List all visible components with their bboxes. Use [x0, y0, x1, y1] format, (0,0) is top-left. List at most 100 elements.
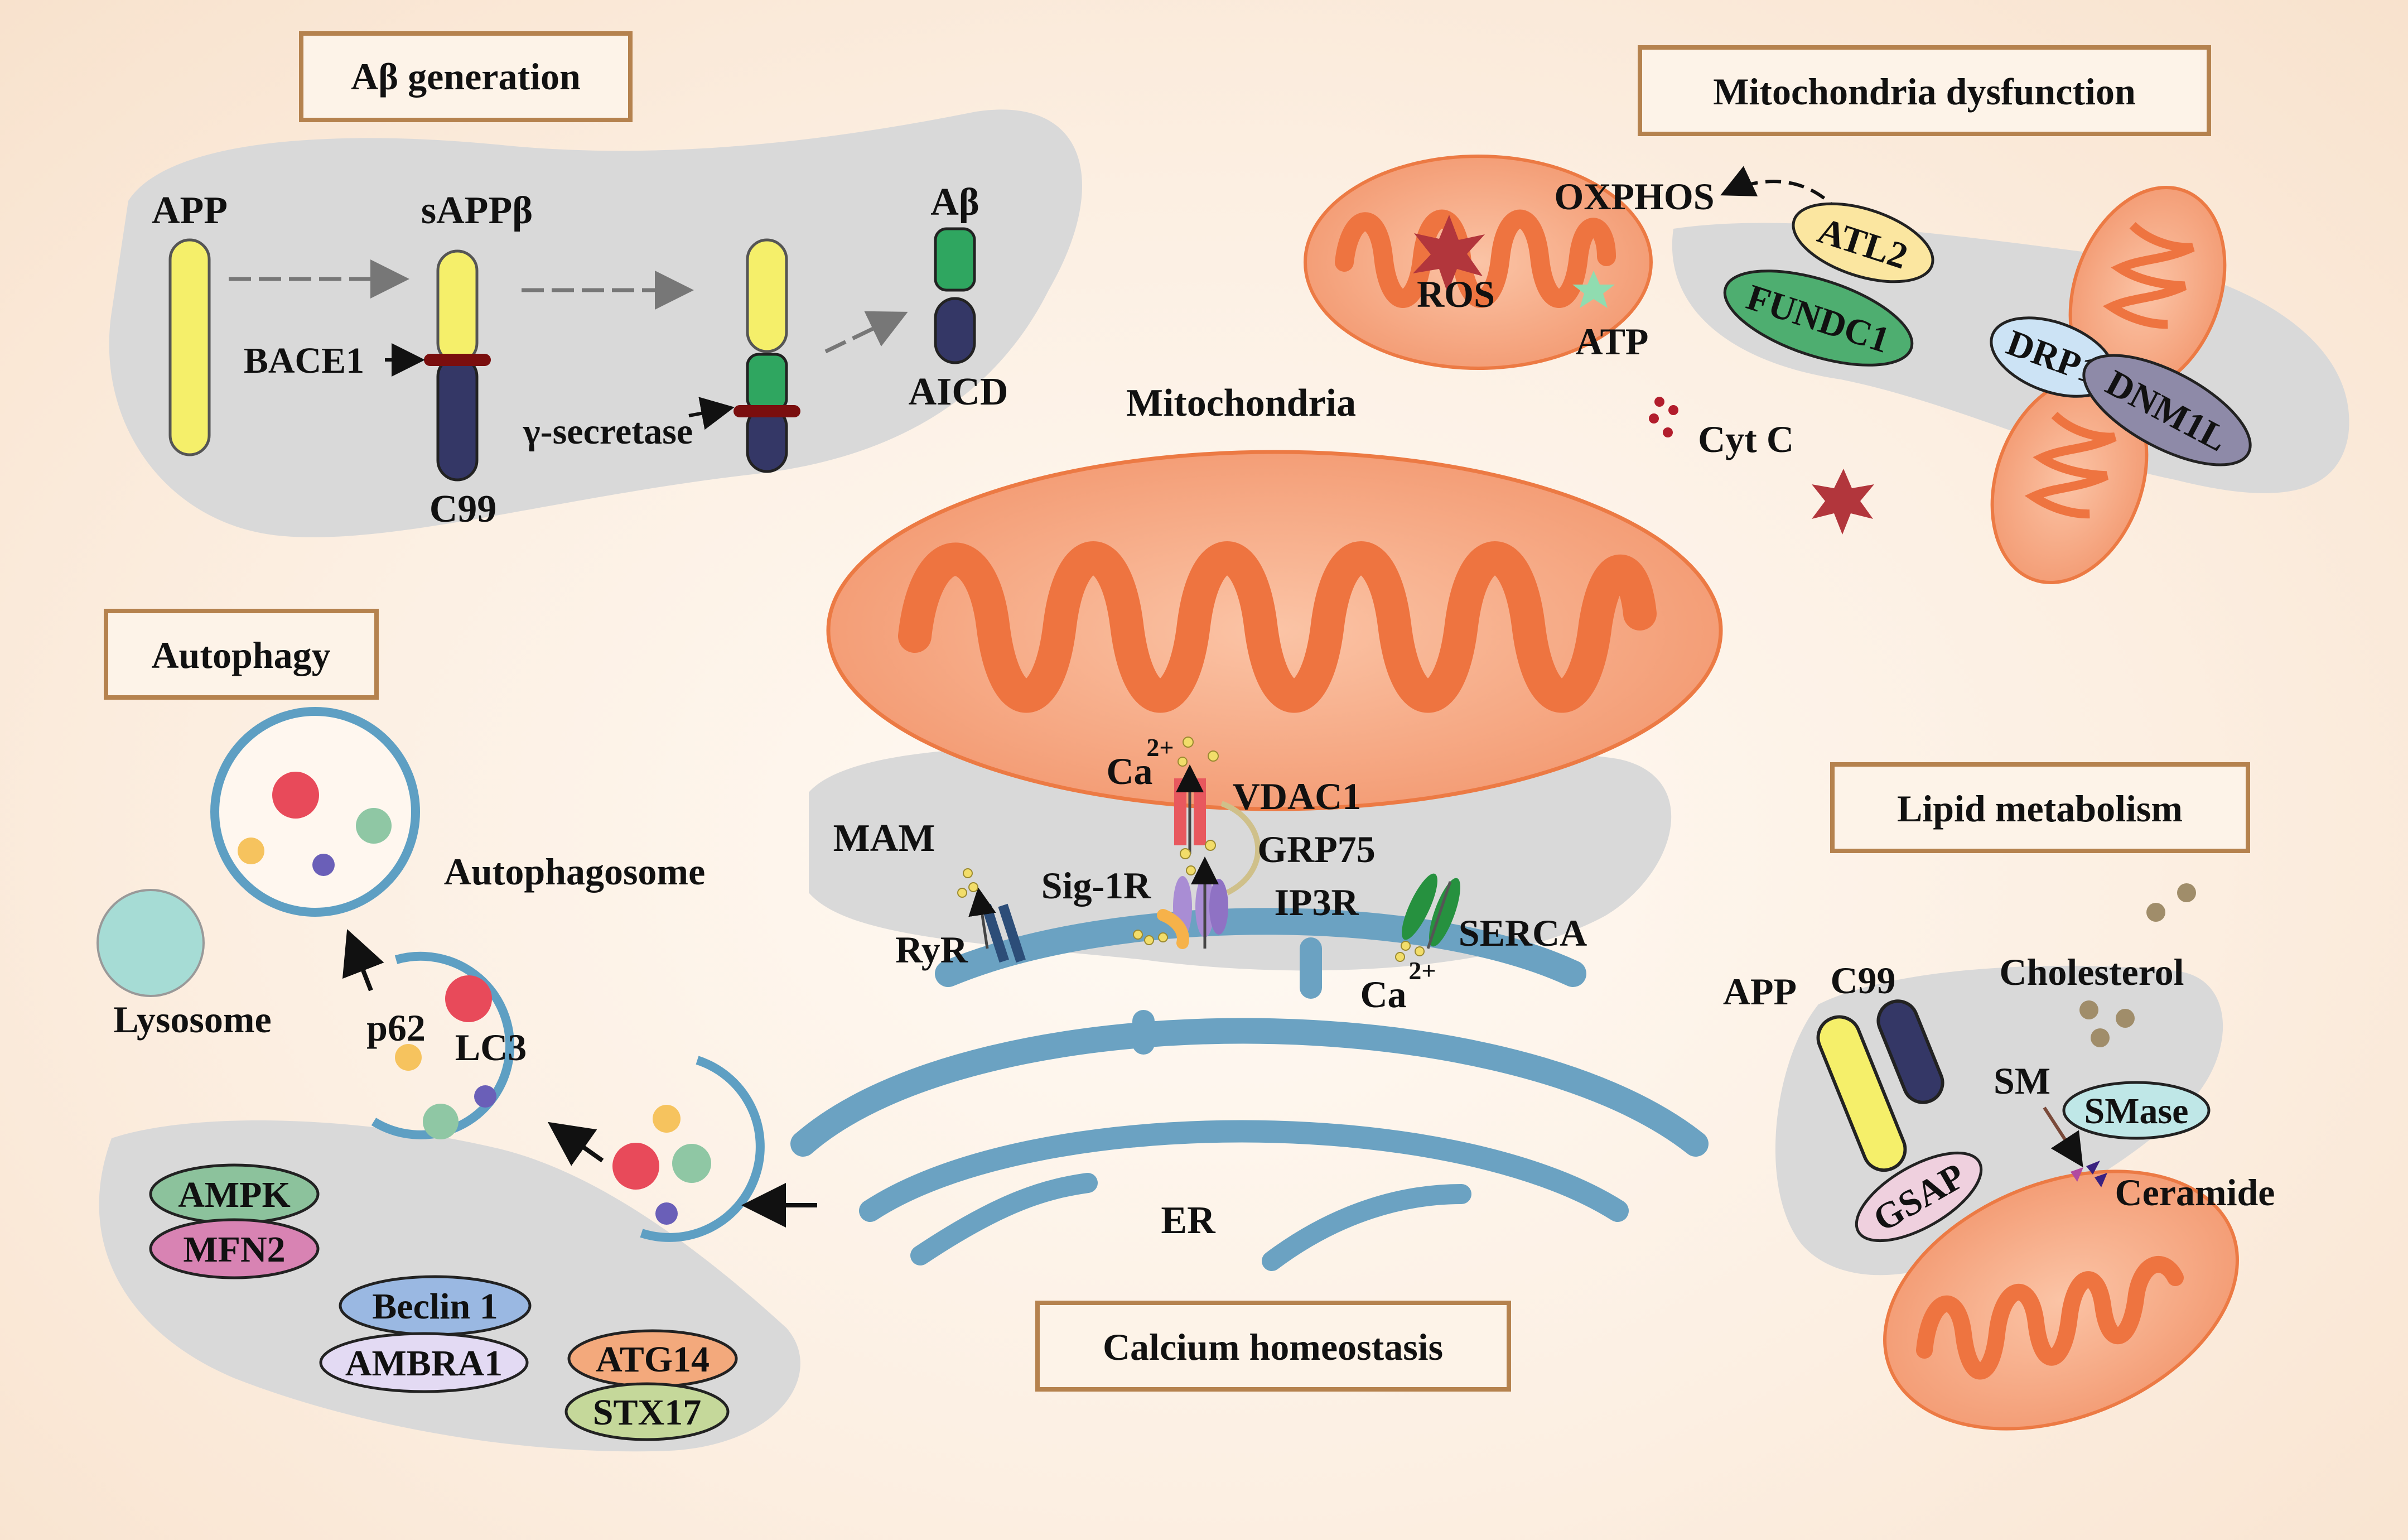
atp-star	[1572, 271, 1615, 308]
lysosome	[96, 889, 205, 997]
vdac1-channel	[1194, 778, 1206, 845]
gsap-pill	[1855, 1151, 1983, 1243]
lipid-c99-label: C99	[1830, 959, 1895, 1002]
dnm1l-pill	[2082, 354, 2252, 466]
mam-region	[809, 745, 1672, 971]
er-label: ER	[1161, 1199, 1216, 1242]
serca-pump	[1429, 878, 1460, 947]
lipid-panel: Cholesterol APP C99 SM SMase Ceramide GS…	[1723, 883, 2275, 1431]
lc3-label: LC3	[455, 1026, 527, 1069]
ceramide-triangle	[2071, 1167, 2083, 1182]
arrow-to-autophagosome	[342, 929, 384, 992]
vdac1-label: VDAC1	[1233, 775, 1361, 817]
sappb-bar	[436, 249, 479, 364]
sappb-label: sAPPβ	[421, 189, 533, 232]
atp-label: ATP	[1576, 320, 1649, 363]
ambra1-label: AMBRA1	[345, 1343, 503, 1384]
mito-dys-cristae	[1335, 209, 1616, 308]
c99-label: C99	[430, 488, 497, 531]
mfn2-pill	[149, 1218, 320, 1279]
ca2-superscript: 2+	[1408, 956, 1436, 985]
ca-superscript: 2+	[1146, 733, 1174, 762]
abeta-segment	[746, 353, 788, 412]
ca2-label: Ca	[1360, 973, 1406, 1016]
cytc-dot	[1649, 413, 1659, 424]
lipid-app-label: APP	[1723, 970, 1797, 1013]
stx17-label: STX17	[593, 1392, 701, 1433]
cytc-label: Cyt C	[1698, 418, 1794, 460]
autophagy-panel: Autophagosome Lysosome p62 LC3 AMPK MFN2…	[96, 707, 817, 1441]
beclin1-label: Beclin 1	[372, 1286, 498, 1327]
abeta-label: Aβ	[930, 181, 979, 224]
abeta-generation-title: Aβ generation	[299, 31, 633, 122]
abeta-region	[109, 109, 1083, 537]
smase-label: SMase	[2084, 1091, 2189, 1132]
svg-text:Aβ generation: Aβ generation	[351, 55, 581, 98]
phagophore	[371, 951, 514, 1139]
ros-label: ROS	[1417, 273, 1495, 315]
stx17-pill	[564, 1382, 730, 1441]
aicd-fragment	[934, 297, 976, 364]
p-cargo-red	[445, 975, 492, 1022]
cytc-dot	[1663, 427, 1673, 437]
fission-mito-bottom-cristae	[2024, 411, 2117, 519]
abeta-fragment	[934, 227, 976, 292]
ryr-label: RyR	[895, 928, 968, 971]
c99-bar	[436, 355, 479, 482]
ceramide-triangle	[2095, 1173, 2107, 1187]
cargo-purple	[312, 854, 335, 876]
oxphos-label: OXPHOS	[1554, 175, 1714, 218]
autophagosome-label: Autophagosome	[444, 850, 706, 893]
fundc1-pill	[1723, 270, 1914, 367]
ampk-label: AMPK	[178, 1175, 291, 1215]
vdac1-channel	[1174, 778, 1186, 845]
lipid-cristae	[1916, 1256, 2184, 1380]
cholesterol-label: Cholesterol	[1999, 951, 2184, 993]
p-cargo-green	[423, 1104, 459, 1139]
mitochondria-label: Mitochondria	[1126, 382, 1356, 425]
lipid-c99-bar	[1876, 999, 1944, 1104]
bace1-label: BACE1	[244, 340, 364, 381]
mito-dys-mitochondrion	[1304, 155, 1653, 370]
ip3r-label: IP3R	[1274, 881, 1359, 923]
cytc-star	[1812, 469, 1874, 535]
svg-text:Mitochondria dysfunction: Mitochondria dysfunction	[1713, 70, 2136, 113]
ros-star	[1413, 215, 1485, 293]
serca-pump	[1402, 873, 1437, 940]
ceramide-triangle	[2086, 1161, 2100, 1175]
bace1-cut	[424, 354, 491, 366]
autophagosome	[210, 707, 420, 917]
mam-label: MAM	[833, 817, 935, 860]
serca-label: SERCA	[1459, 912, 1587, 954]
sig1r-label: Sig-1R	[1041, 864, 1151, 907]
p-cargo-yellow	[395, 1044, 422, 1071]
fission-mito-top-cristae	[2102, 222, 2195, 329]
app-label: APP	[152, 189, 228, 232]
grp75-link	[1220, 801, 1261, 896]
grp75-label: GRP75	[1257, 828, 1376, 870]
cargo-red	[272, 772, 319, 819]
er-membrane-1	[935, 908, 1586, 987]
sappb-bar-2	[746, 238, 788, 353]
ca-label: Ca	[1106, 750, 1152, 792]
sm-to-ceramide-arrow	[2043, 1106, 2083, 1168]
cargo-green	[356, 808, 392, 844]
arrow-to-phagophore	[547, 1122, 604, 1166]
app-bar	[168, 238, 211, 456]
calcium-homeostasis-title: Calcium homeostasis	[1035, 1301, 1511, 1392]
svg-text:Lipid metabolism: Lipid metabolism	[1897, 787, 2183, 830]
ryr-channel	[981, 903, 1009, 963]
mfn2-label: MFN2	[183, 1229, 285, 1270]
center-panel: Mitochondria ER MAM Ca 2+ VDAC1 GRP75 Si…	[790, 382, 1723, 1271]
er-membrane-3	[859, 1120, 1629, 1222]
gamma-cut	[734, 405, 800, 417]
ip3r-channel	[1209, 879, 1228, 935]
atg14-label: ATG14	[596, 1339, 710, 1380]
p62-label: p62	[366, 1007, 426, 1049]
cholesterol-dots	[2079, 883, 2196, 1047]
gamma-arrow	[688, 397, 735, 430]
sig1r-protein	[1157, 909, 1189, 949]
lysosome-label: Lysosome	[113, 998, 271, 1041]
mito-dysfunction-title: Mitochondria dysfunction	[1638, 45, 2211, 136]
